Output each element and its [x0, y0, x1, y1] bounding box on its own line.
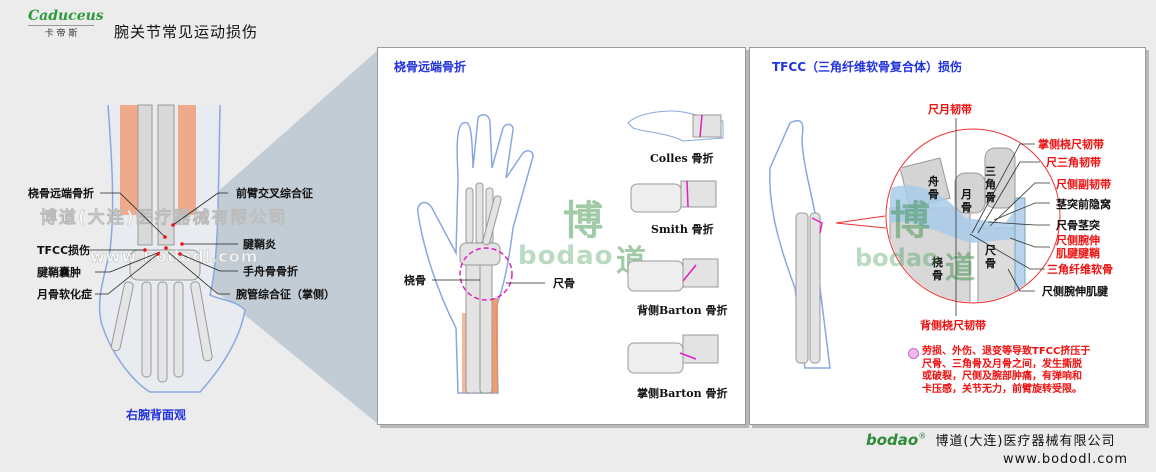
watermark-char-dao: 道 [945, 251, 975, 286]
footer-url[interactable]: www.bododl.com [1003, 452, 1129, 467]
footer-brand: bodao® 博道(大连)医疗器械有限公司 [866, 430, 1115, 449]
note-line: 或破裂，尺侧及腕部肿痛，有弹响和 [922, 371, 1082, 382]
colles-fracture-caption: Colles 骨折 [650, 152, 714, 165]
bone-scaphoid: 舟骨 [928, 175, 940, 201]
label-ulnotriquetral-ligament: 尺三角韧带 [1046, 156, 1101, 169]
ecu-sheath-line2: 肌腱腱鞘 [1056, 247, 1100, 260]
hand-forearm-illustration [417, 113, 534, 394]
smith-fracture-image [630, 180, 717, 213]
left-leader-lines [90, 192, 238, 295]
label-kienbock: 月骨软化症 [37, 288, 92, 301]
label-ecu-tendon: 尺侧腕伸肌腱 [1042, 285, 1108, 298]
label-tenosynovitis: 腱鞘炎 [243, 238, 276, 251]
triquetrum-label: 三角骨 [985, 165, 996, 204]
watermark-bodao-logo: bodao [518, 241, 614, 271]
label-tfcc-injury: TFCC损伤 [37, 244, 91, 257]
watermark-char-bo: 博 [563, 198, 603, 244]
label-triangular-fibrocartilage: 三角纤维软骨 [1047, 263, 1113, 276]
label-forearm-intersection: 前臂交叉综合征 [236, 187, 313, 200]
bodao-logo: bodao [866, 431, 919, 449]
ecu-sheath-line1: 尺侧腕伸 [1056, 234, 1100, 247]
note-line: 尺骨、三角骨及月骨之间，发生撕脱 [922, 358, 1082, 370]
tfcc-illustration [769, 118, 1061, 369]
label-carpal-tunnel: 腕管综合征（掌侧） [236, 288, 335, 301]
radius-bone-label: 桡骨 [932, 256, 943, 282]
volar-barton-caption: 掌侧Barton 骨折 [637, 387, 728, 400]
label-ecu-sheath: 尺侧腕伸 肌腱腱鞘 [1056, 234, 1100, 260]
dorsal-barton-caption: 背侧Barton 骨折 [637, 304, 728, 317]
colles-fracture-image [627, 110, 724, 142]
label-volar-radioulnar-ligament: 掌侧桡尺韧带 [1038, 138, 1104, 151]
logo-subtext: 卡 帝 斯 [44, 29, 78, 39]
ulna-bone-label: 尺骨 [985, 244, 996, 270]
panel2-title: TFCC（三角纤维软骨复合体）损伤 [772, 60, 962, 74]
ulna-label: 尺骨 [553, 277, 575, 290]
scaphoid-label: 舟骨 [928, 175, 939, 201]
tfcc-note: 劳损、外伤、退变等导致TFCC挤压于 尺骨、三角骨及月骨之间，发生撕脱 或破裂，… [908, 346, 1090, 396]
bone-ulna: 尺骨 [985, 244, 997, 270]
label-scaphoid-fracture: 手舟骨骨折 [243, 265, 298, 278]
dorsal-barton-fracture-image [627, 258, 719, 292]
watermark-char-bo: 博 [890, 198, 930, 244]
volar-barton-fracture-image [627, 334, 719, 374]
panel1-leader-lines [432, 279, 545, 284]
panel-distal-radius-fracture: 桡骨远端骨折 桡骨 尺骨 博 bodao 道 Colles 骨折 Smith 骨… [377, 47, 746, 425]
caduceus-logo: Caduceus 卡 帝 斯 [28, 8, 104, 39]
smith-fracture-caption: Smith 骨折 [651, 223, 714, 236]
bone-radius: 桡骨 [932, 256, 944, 282]
radius-label: 桡骨 [404, 274, 426, 287]
right-wrist-dorsal-illustration [98, 104, 246, 393]
lunate-label: 月骨 [961, 188, 972, 214]
note-bullet-icon [908, 348, 919, 359]
left-caption: 右腕背面观 [126, 408, 187, 422]
logo-text: Caduceus [28, 8, 104, 26]
radius-focus-circle-icon [459, 247, 513, 301]
label-ulnolunate-ligament: 尺月韧带 [928, 103, 972, 116]
note-line: 劳损、外伤、退变等导致TFCC挤压于 [922, 346, 1091, 357]
panel-tfcc-injury: TFCC（三角纤维软骨复合体）损伤 [749, 47, 1146, 425]
registered-icon: ® [918, 431, 927, 441]
company-name: 博道(大连)医疗器械有限公司 [935, 434, 1116, 449]
label-ulnar-styloid: 尺骨茎突 [1056, 219, 1100, 232]
label-prestyloid-recess: 茎突前隐窝 [1056, 198, 1111, 211]
bone-lunate: 月骨 [961, 188, 973, 214]
bone-triquetrum: 三角骨 [985, 165, 997, 204]
label-dorsal-radioulnar-ligament: 背侧桡尺韧带 [920, 319, 986, 332]
watermark-company: 博道(大连)医疗器械有限公司 [40, 208, 288, 229]
label-distal-radius-fracture: 桡骨远端骨折 [28, 187, 94, 200]
label-ulnar-collateral-ligament: 尺侧副韧带 [1056, 178, 1111, 191]
watermark-bodao-logo: bodao [855, 244, 939, 272]
label-ganglion-cyst: 腱鞘囊肿 [37, 266, 81, 279]
panel1-title: 桡骨远端骨折 [394, 60, 467, 74]
page-title: 腕关节常见运动损伤 [114, 23, 259, 41]
note-line: 卡压感，关节无力，前臂旋转受限。 [922, 383, 1082, 395]
